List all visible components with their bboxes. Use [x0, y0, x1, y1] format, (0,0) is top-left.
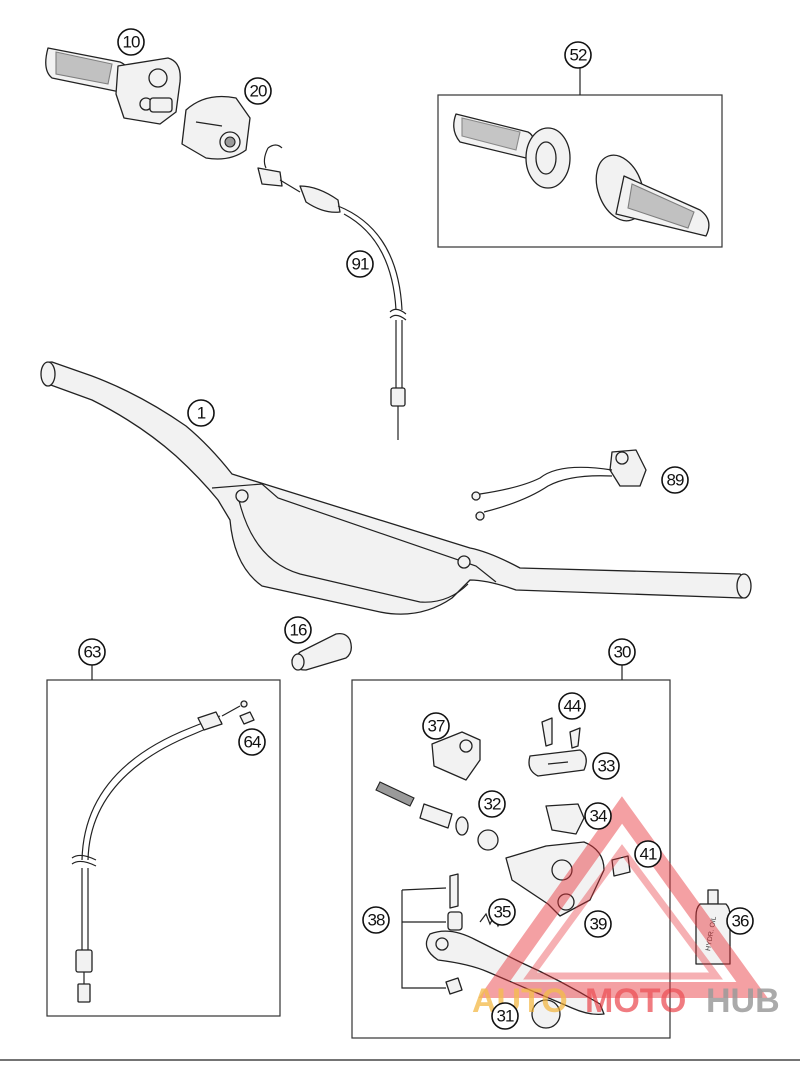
- bar-end-plug: [291, 632, 352, 671]
- hydraulic-oil-bottle: HYDR. OIL: [695, 889, 731, 965]
- clutch-cable-box: [46, 664, 281, 1017]
- callout-10: 10: [117, 28, 145, 56]
- svg-text:1: 1: [197, 404, 206, 423]
- throttle-grip-assembly: [45, 47, 181, 125]
- watermark: AUTO MOTO HUB: [472, 796, 780, 1020]
- svg-text:91: 91: [352, 255, 369, 274]
- callout-64: 64: [238, 728, 266, 756]
- svg-text:89: 89: [667, 471, 684, 490]
- svg-text:16: 16: [290, 621, 307, 640]
- callout-89: 89: [661, 466, 689, 494]
- svg-text:31: 31: [497, 1007, 514, 1026]
- callout-31: 31: [491, 1002, 519, 1030]
- clutch-master-cylinder-box: [351, 664, 671, 1039]
- svg-text:37: 37: [428, 717, 445, 736]
- callout-20: 20: [244, 77, 272, 105]
- handlebar: [40, 361, 752, 615]
- callout-35: 35: [488, 898, 516, 926]
- callout-1: 1: [187, 399, 215, 427]
- svg-text:33: 33: [598, 757, 615, 776]
- callout-63: 63: [78, 638, 106, 666]
- callout-91: 91: [346, 250, 374, 278]
- grip-set-box: [437, 66, 723, 248]
- svg-text:32: 32: [484, 795, 501, 814]
- watermark-moto: MOTO: [585, 982, 686, 1020]
- callout-52: 52: [564, 41, 592, 69]
- callout-37: 37: [422, 712, 450, 740]
- svg-text:38: 38: [368, 911, 385, 930]
- watermark-auto: AUTO: [472, 982, 568, 1020]
- svg-text:63: 63: [84, 643, 101, 662]
- switch-assembly: [471, 449, 647, 521]
- svg-text:52: 52: [570, 46, 587, 65]
- callout-41: 41: [634, 840, 662, 868]
- throttle-housing-cover: [181, 95, 251, 160]
- svg-text:36: 36: [732, 912, 749, 931]
- callout-36: 36: [726, 907, 754, 935]
- svg-text:44: 44: [564, 697, 581, 716]
- svg-text:41: 41: [640, 845, 657, 864]
- svg-text:35: 35: [494, 903, 511, 922]
- callout-44: 44: [558, 692, 586, 720]
- throttle-cable: [257, 144, 407, 440]
- svg-text:64: 64: [244, 733, 261, 752]
- svg-text:39: 39: [590, 915, 607, 934]
- callout-32: 32: [478, 790, 506, 818]
- svg-text:34: 34: [590, 807, 607, 826]
- svg-text:30: 30: [614, 643, 631, 662]
- callout-33: 33: [592, 752, 620, 780]
- callout-30: 30: [608, 638, 636, 666]
- callout-34: 34: [584, 802, 612, 830]
- watermark-hub: HUB: [706, 982, 780, 1020]
- callout-38: 38: [362, 906, 390, 934]
- callout-16: 16: [284, 616, 312, 644]
- svg-text:10: 10: [123, 33, 140, 52]
- callout-39: 39: [584, 910, 612, 938]
- svg-text:20: 20: [250, 82, 267, 101]
